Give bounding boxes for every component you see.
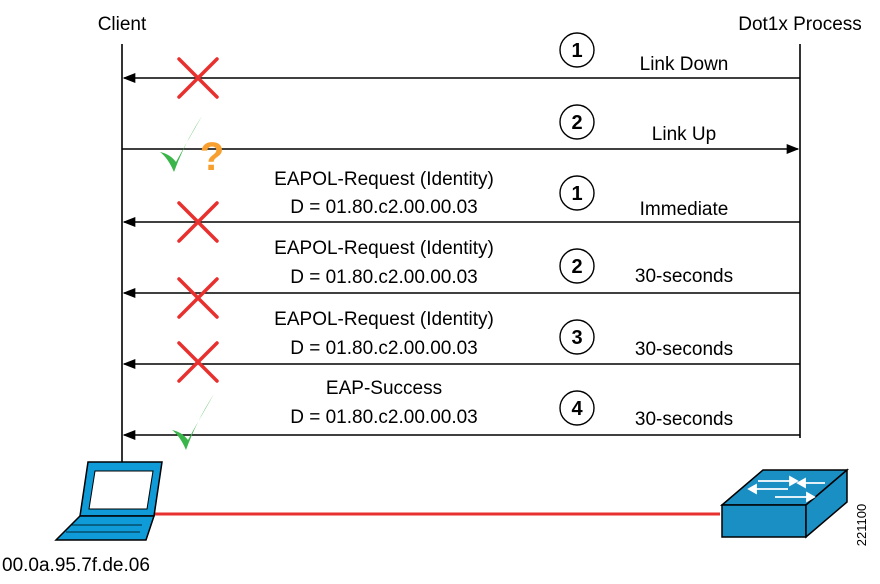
- step-number: 1: [571, 40, 582, 62]
- failure-x-icon: [177, 341, 219, 383]
- timing-label: 30-seconds: [635, 339, 733, 360]
- destination-mac-label: D = 01.80.c2.00.00.03: [290, 407, 478, 428]
- step-number: 3: [571, 327, 582, 349]
- step-badge: [559, 319, 595, 355]
- laptop-icon: [54, 461, 163, 541]
- message-6: 4 30-seconds EAP-Success D = 01.80.c2.00.00…: [122, 378, 800, 450]
- destination-mac-label: D = 01.80.c2.00.00.03: [290, 267, 478, 288]
- timing-label: 30-seconds: [635, 266, 733, 287]
- frame-type-label: EAP-Success: [326, 378, 442, 399]
- timing-label: Immediate: [640, 199, 729, 220]
- success-check-icon: [172, 394, 214, 450]
- destination-mac-label: D = 01.80.c2.00.00.03: [290, 338, 478, 359]
- timing-label: Link Down: [640, 54, 729, 75]
- step-badge: [559, 104, 595, 140]
- step-badge: [559, 390, 595, 426]
- frame-type-label: EAPOL-Request (Identity): [274, 169, 494, 190]
- client-mac-address: 00.0a.95.7f.de.06: [2, 555, 150, 576]
- figure-id: 221100: [854, 504, 869, 546]
- destination-mac-label: D = 01.80.c2.00.00.03: [290, 197, 478, 218]
- message-5: 3 30-seconds EAPOL-Request (Identity) D = 0…: [122, 309, 800, 383]
- step-number: 1: [571, 183, 582, 205]
- frame-type-label: EAPOL-Request (Identity): [274, 309, 494, 330]
- question-mark-icon: ?: [200, 135, 224, 179]
- step-badge: [559, 248, 595, 284]
- frame-type-label: EAPOL-Request (Identity): [274, 238, 494, 259]
- timing-label: Link Up: [652, 124, 716, 145]
- failure-x-icon: [177, 57, 219, 99]
- failure-x-icon: [177, 201, 219, 243]
- dot1x-process-label: Dot1x Process: [738, 14, 862, 35]
- failure-x-icon: [177, 277, 219, 319]
- step-number: 4: [571, 398, 583, 420]
- message-4: 2 30-seconds EAPOL-Request (Identity) D = 0…: [122, 238, 800, 319]
- step-badge: [559, 175, 595, 211]
- step-badge: [559, 32, 595, 68]
- step-number: 2: [571, 256, 582, 278]
- step-number: 2: [571, 112, 582, 134]
- switch-icon: [719, 468, 850, 539]
- timing-label: 30-seconds: [635, 409, 733, 430]
- client-label: Client: [98, 14, 147, 35]
- success-check-icon: [160, 116, 202, 172]
